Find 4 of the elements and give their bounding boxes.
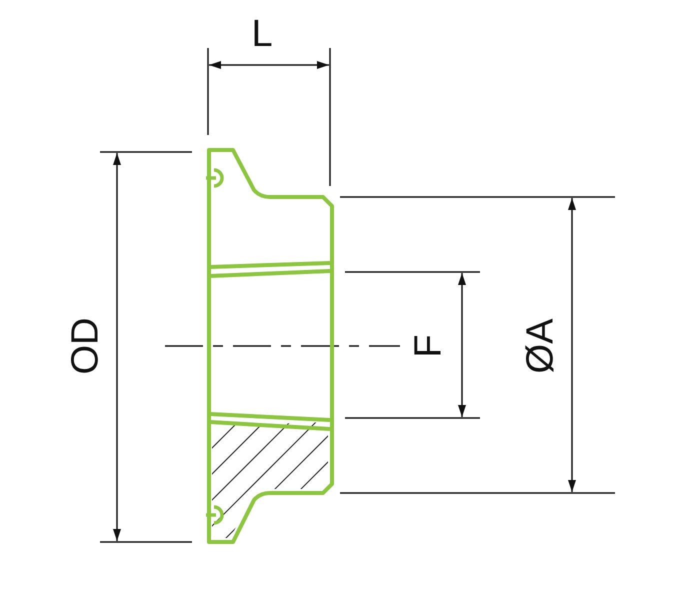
dimension-label: ØA [520,318,559,374]
dimension-label: L [252,15,273,53]
dimension-label: F [409,334,448,358]
dimension-label: OD [66,318,104,374]
